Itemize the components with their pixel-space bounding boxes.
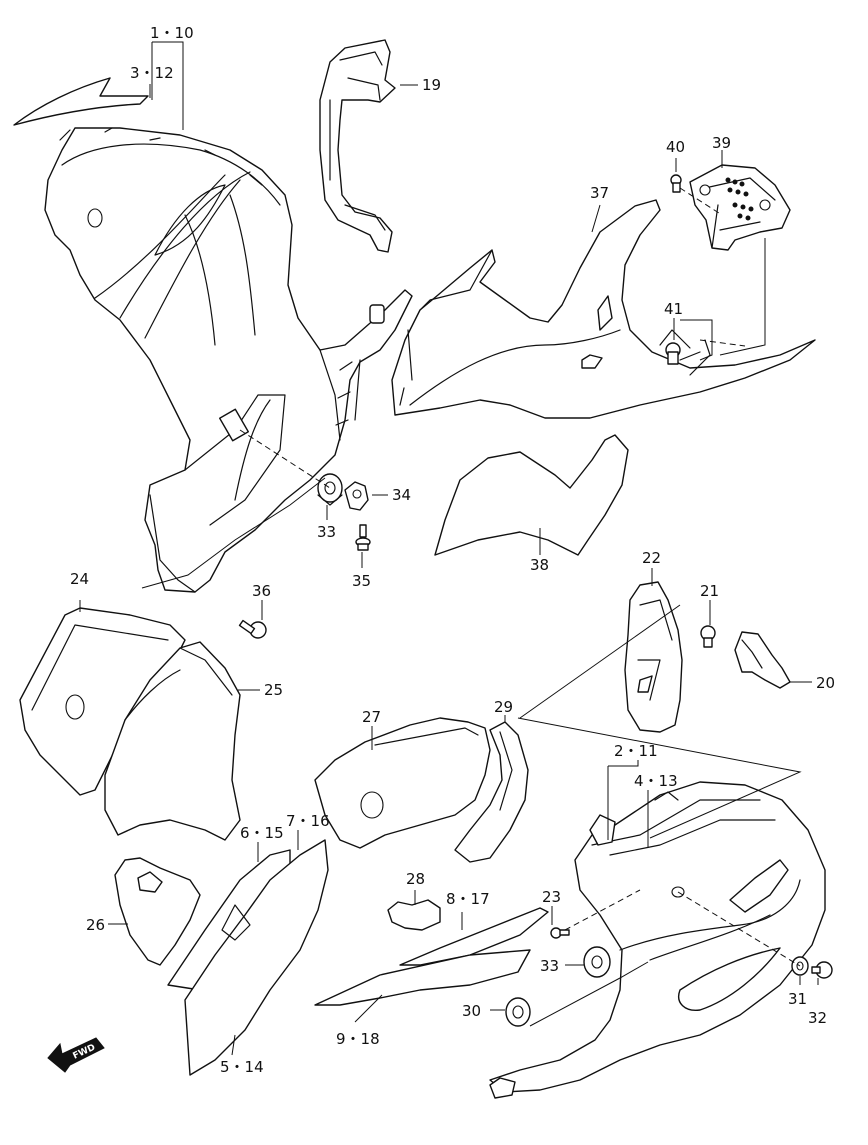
label-31: 31 bbox=[788, 990, 807, 1008]
label-19: 19 bbox=[422, 76, 441, 94]
label-6-15: 6・15 bbox=[240, 824, 284, 842]
label-20: 20 bbox=[816, 674, 835, 692]
part-decal-8-17 bbox=[399, 907, 549, 966]
part-decal-5-14-7-16 bbox=[184, 839, 329, 1076]
label-23: 23 bbox=[542, 888, 561, 906]
label-7-16: 7・16 bbox=[286, 812, 330, 830]
label-35: 35 bbox=[352, 572, 371, 590]
label-25: 25 bbox=[264, 681, 283, 699]
label-38: 38 bbox=[530, 556, 549, 574]
part-bracket-39 bbox=[689, 164, 791, 251]
part-upper-cowling-1-10 bbox=[44, 127, 413, 593]
part-bracket-20 bbox=[734, 631, 791, 689]
part-decal-3-12 bbox=[13, 77, 149, 126]
part-screw-35 bbox=[355, 524, 371, 551]
label-9-18: 9・18 bbox=[336, 1030, 380, 1048]
label-21: 21 bbox=[700, 582, 719, 600]
label-26: 26 bbox=[86, 916, 105, 934]
part-screw-40 bbox=[670, 174, 682, 193]
label-29: 29 bbox=[494, 698, 513, 716]
label-34: 34 bbox=[392, 486, 411, 504]
part-screw-36 bbox=[238, 619, 267, 639]
part-bracket-19 bbox=[319, 39, 396, 253]
leader-lines bbox=[79, 41, 819, 1056]
part-clip-nut-34 bbox=[344, 481, 369, 511]
part-grommet-33-upper bbox=[317, 473, 343, 506]
label-27: 27 bbox=[362, 708, 381, 726]
part-trim-29 bbox=[454, 721, 529, 863]
part-lower-cowling-2-11 bbox=[489, 781, 826, 1099]
label-37: 37 bbox=[590, 184, 609, 202]
part-inner-panel-24 bbox=[19, 607, 186, 796]
part-screw-41 bbox=[665, 342, 701, 365]
label-8-17: 8・17 bbox=[446, 890, 490, 908]
label-33-upper: 33 bbox=[317, 523, 336, 541]
label-22: 22 bbox=[642, 549, 661, 567]
part-grommet-33-lower bbox=[583, 946, 611, 978]
label-32: 32 bbox=[808, 1009, 827, 1027]
label-1-10: 1・10 bbox=[150, 24, 194, 42]
part-inner-panel-25 bbox=[104, 641, 241, 841]
label-39: 39 bbox=[712, 134, 731, 152]
part-labels: 1・10 3・12 19 40 39 37 41 34 33 35 38 36 … bbox=[70, 24, 835, 1076]
part-inner-cover-27 bbox=[314, 717, 491, 849]
label-41: 41 bbox=[664, 300, 683, 318]
label-33-lower: 33 bbox=[540, 957, 559, 975]
part-decal-9-18 bbox=[314, 949, 531, 1006]
part-decal-38 bbox=[434, 434, 629, 556]
part-bolt-32 bbox=[811, 961, 833, 979]
label-2-11: 2・11 bbox=[614, 742, 658, 760]
part-screw-21 bbox=[700, 625, 716, 648]
fwd-arrow-icon: FWD bbox=[47, 1037, 105, 1073]
label-4-13: 4・13 bbox=[634, 772, 678, 790]
label-28: 28 bbox=[406, 870, 425, 888]
label-5-14: 5・14 bbox=[220, 1058, 264, 1076]
label-40: 40 bbox=[666, 138, 685, 156]
part-grommet-30 bbox=[505, 997, 531, 1027]
part-small-panel-26 bbox=[114, 857, 201, 966]
label-24: 24 bbox=[70, 570, 89, 588]
part-screw-23 bbox=[550, 927, 570, 939]
label-30: 30 bbox=[462, 1002, 481, 1020]
part-inner-panel-22 bbox=[624, 581, 683, 733]
part-side-panel-37 bbox=[391, 199, 816, 419]
label-3-12: 3・12 bbox=[130, 64, 174, 82]
label-36: 36 bbox=[252, 582, 271, 600]
part-grommet-28 bbox=[387, 899, 441, 931]
